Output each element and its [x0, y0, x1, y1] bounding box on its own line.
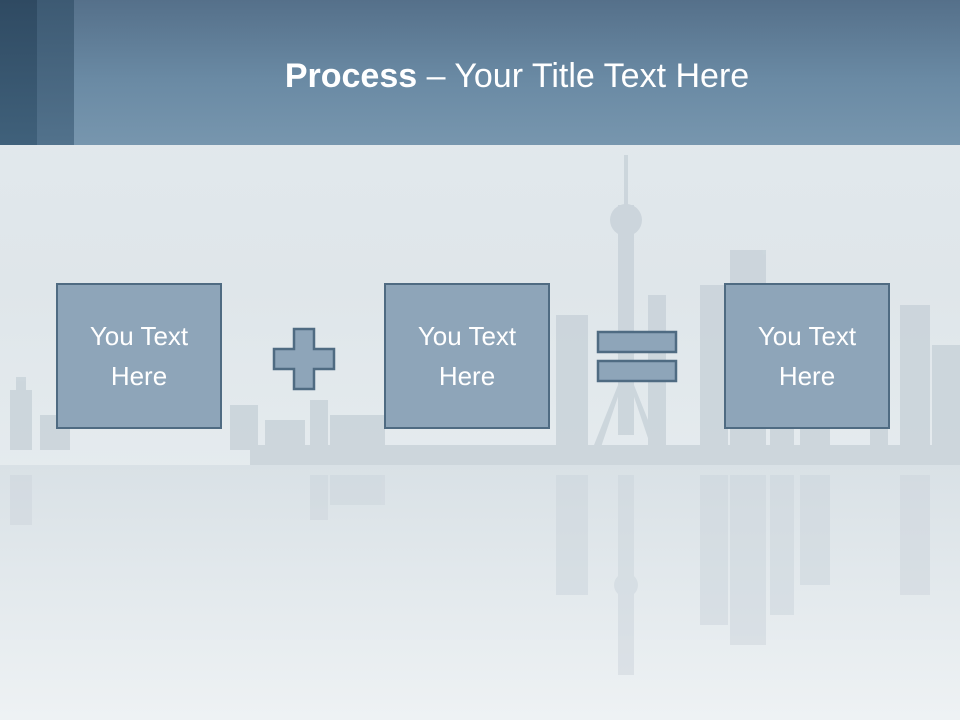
process-box-3[interactable]: You Text Here — [724, 283, 890, 429]
process-box-text: You Text Here — [737, 316, 877, 396]
box-line-1: You Text — [417, 321, 517, 351]
box-line-2: Here — [778, 361, 836, 391]
process-box-2[interactable]: You Text Here — [384, 283, 550, 429]
box-line-2: Here — [110, 361, 168, 391]
accent-strip — [0, 0, 37, 145]
title-rest-text: – Your Title Text Here — [417, 57, 750, 95]
box-line-1: You Text — [89, 321, 189, 351]
process-box-text: You Text Here — [69, 316, 209, 396]
skyline-background-image — [0, 155, 960, 720]
process-box-text: You Text Here — [397, 316, 537, 396]
process-box-1[interactable]: You Text Here — [56, 283, 222, 429]
accent-strip — [37, 0, 74, 145]
equals-icon — [596, 330, 678, 383]
box-line-1: You Text — [757, 321, 857, 351]
box-line-2: Here — [438, 361, 496, 391]
slide-title[interactable]: Process – Your Title Text Here — [74, 52, 960, 100]
title-bold-text: Process — [284, 57, 418, 95]
plus-icon — [272, 327, 336, 391]
title-bar — [0, 0, 960, 145]
